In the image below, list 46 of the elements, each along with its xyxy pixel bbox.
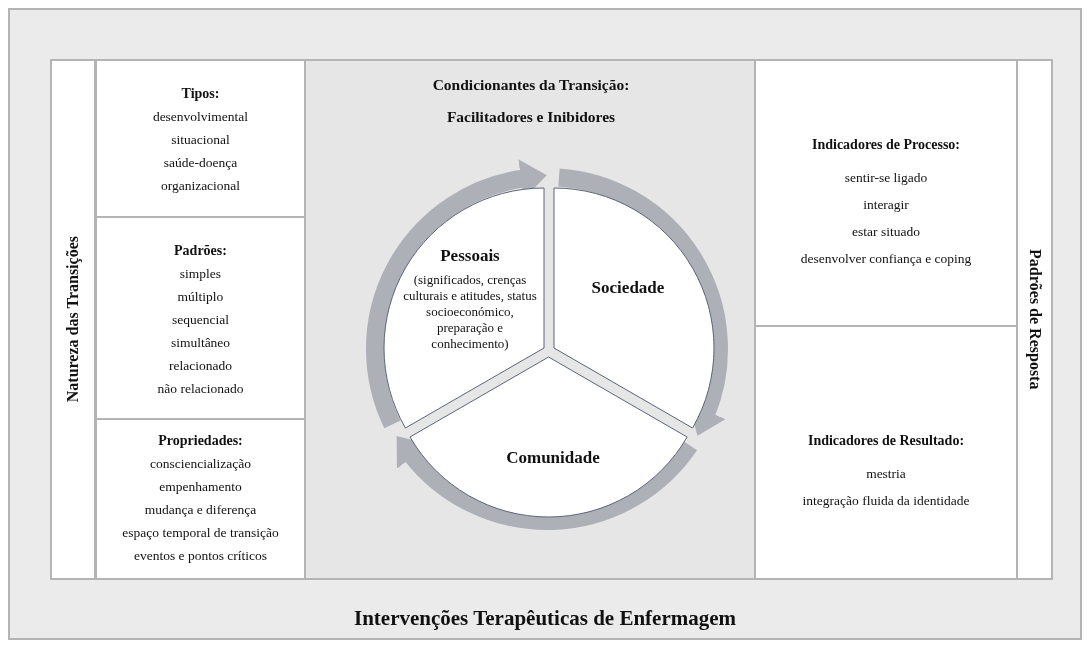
category-panel bbox=[95, 216, 306, 420]
vertical-heading: Natureza das Transições bbox=[64, 236, 82, 403]
panel-heading: Indicadores de Processo: bbox=[811, 136, 960, 154]
list-item: situacional bbox=[171, 131, 230, 149]
side-band bbox=[1016, 59, 1053, 580]
diagram-frame bbox=[8, 8, 1082, 640]
list-item: simples bbox=[179, 265, 222, 283]
sector-description: (significados, crenças culturais e atitudes, status socioeconómico, preparação e conhecimento) bbox=[402, 272, 538, 352]
list-item: desenvolver confiança e coping bbox=[800, 250, 972, 268]
list-item: integração fluida da identidade bbox=[802, 492, 970, 510]
panel-heading: Padrões: bbox=[174, 242, 227, 260]
list-item: espaço temporal de transição bbox=[122, 524, 279, 542]
list-item: desenvolvimental bbox=[152, 108, 249, 126]
side-band bbox=[50, 59, 96, 580]
list-item: múltiplo bbox=[177, 288, 224, 306]
panel-heading: Propriedades: bbox=[158, 432, 243, 450]
curved-arrow bbox=[366, 159, 547, 428]
category-panel bbox=[95, 418, 306, 580]
sector-heading: Pessoais bbox=[439, 246, 501, 266]
footer-title: Intervenções Terapêuticas de Enfermagem bbox=[353, 606, 737, 631]
list-item: relacionado bbox=[169, 357, 232, 375]
sector-heading: Sociedade bbox=[590, 278, 666, 298]
panel-heading: Tipos: bbox=[181, 85, 220, 103]
conditions-panel bbox=[304, 59, 756, 580]
sector-heading: Comunidade bbox=[505, 448, 601, 468]
curved-arrow bbox=[557, 168, 728, 437]
list-item: mudança e diferença bbox=[144, 501, 257, 519]
panel-heading: Indicadores de Resultado: bbox=[807, 432, 965, 450]
vertical-heading: Padrões de Resposta bbox=[1025, 249, 1044, 390]
category-panel bbox=[95, 59, 306, 218]
list-item: empenhamento bbox=[159, 478, 242, 496]
list-item: consciencialização bbox=[149, 455, 252, 473]
list-item: saúde-doença bbox=[163, 154, 238, 172]
panel-heading: Condicionantes da Transição: Facilitadores e Inibidores bbox=[431, 75, 631, 127]
list-item: interagir bbox=[863, 196, 909, 214]
list-item: organizacional bbox=[160, 177, 241, 195]
list-item: sequencial bbox=[172, 311, 229, 329]
list-item: não relacionado bbox=[157, 380, 244, 398]
list-item: sentir-se ligado bbox=[844, 169, 928, 187]
list-item: eventos e pontos críticos bbox=[133, 547, 268, 565]
list-item: simultâneo bbox=[170, 334, 231, 352]
category-panel bbox=[754, 59, 1018, 327]
category-panel bbox=[754, 325, 1018, 580]
list-item: mestria bbox=[866, 465, 906, 483]
list-item: estar situado bbox=[852, 223, 920, 241]
curved-arrow bbox=[395, 436, 697, 530]
